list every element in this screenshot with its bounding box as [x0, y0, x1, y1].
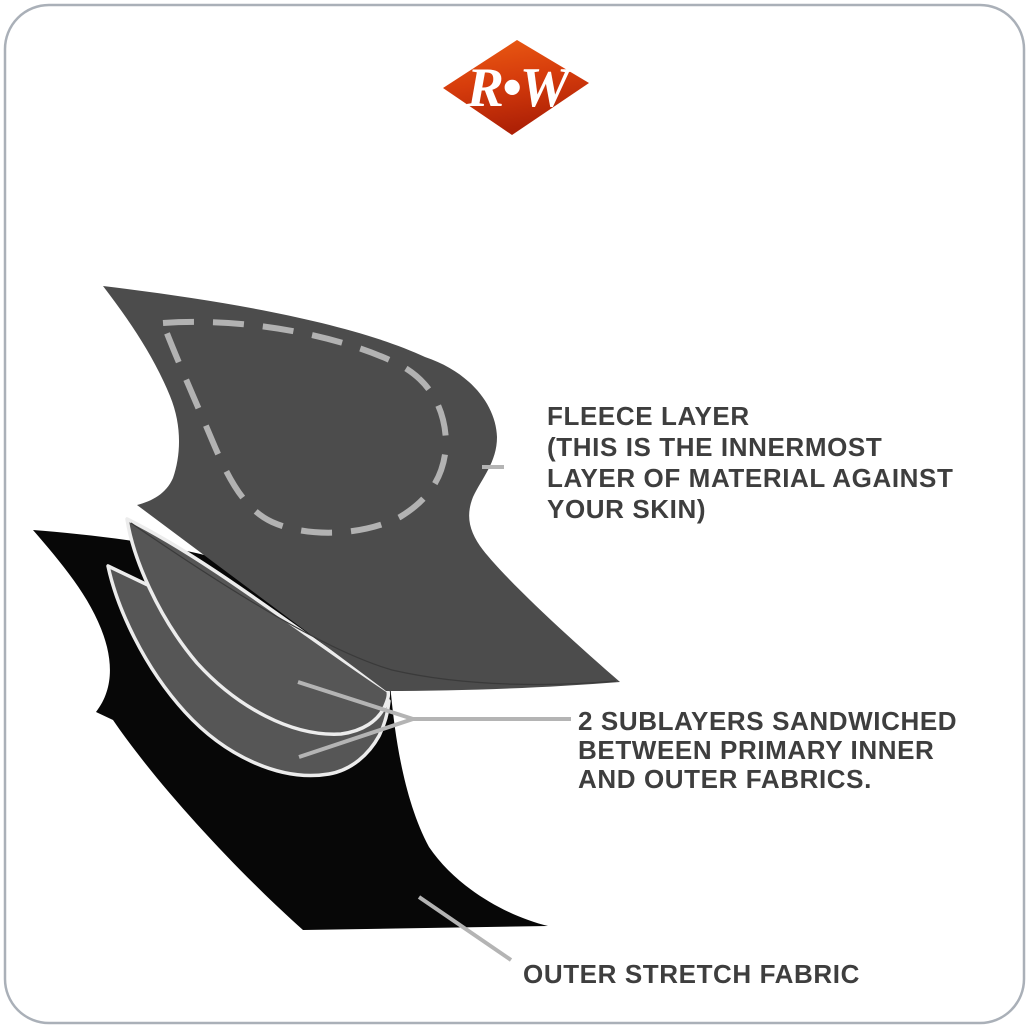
- sublayers-leader-line-upper: [297, 680, 414, 721]
- sublayers-label-line-1: 2 SUBLAYERS SANDWICHED: [578, 706, 958, 736]
- fleece-layer-shape: [103, 286, 620, 691]
- stitch-dashed-line: [158, 318, 450, 536]
- sublayers-leader-line-lower: [298, 717, 414, 759]
- sublayers-label: 2 SUBLAYERS SANDWICHED BETWEEN PRIMARY I…: [578, 707, 957, 794]
- outer-label-line-1: OUTER STRETCH FABRIC: [523, 959, 860, 989]
- brand-diamond-icon: [443, 40, 589, 135]
- fleece-layer-label: FLEECE LAYER (THIS IS THE INNERMOST LAYE…: [547, 401, 953, 525]
- outer-stretch-fabric-label: OUTER STRETCH FABRIC: [523, 959, 860, 990]
- rounded-border: [3, 3, 1026, 1025]
- fleece-seam-line: [130, 522, 617, 686]
- sublayers-label-line-3: AND OUTER FABRICS.: [578, 764, 872, 794]
- fleece-label-line-1: FLEECE LAYER: [547, 401, 750, 431]
- sublayer-1-shape: [125, 517, 391, 736]
- fleece-label-line-3: LAYER OF MATERIAL AGAINST: [547, 463, 954, 493]
- fleece-label-line-4: YOUR SKIN): [547, 494, 707, 524]
- fleece-label-line-2: (THIS IS THE INNERMOST: [547, 432, 883, 462]
- outer-leader-line: [417, 895, 513, 962]
- logo-text: R•W: [466, 57, 570, 119]
- sublayers-label-line-2: BETWEEN PRIMARY INNER: [578, 735, 935, 765]
